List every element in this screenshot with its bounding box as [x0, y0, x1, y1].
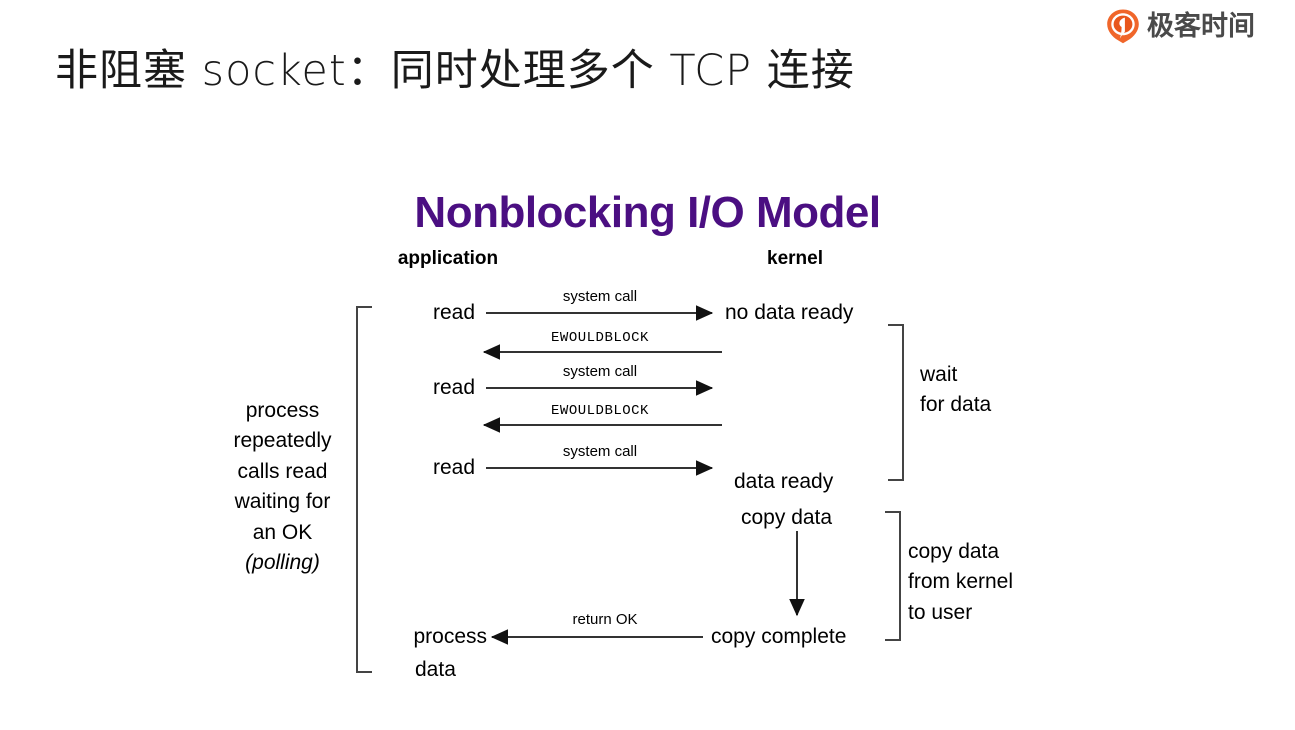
- column-header-kernel: kernel: [767, 248, 823, 269]
- left-annotation-line-polling: (polling): [245, 551, 320, 575]
- app-node-data: data: [415, 658, 456, 681]
- app-node-read-2: read: [432, 376, 475, 399]
- brand-logo: 极客时间: [1105, 8, 1255, 44]
- right-annotation-copy: copy data from kernel to user: [908, 537, 1013, 628]
- right-annotation-wait-line-2: for data: [920, 393, 992, 417]
- bracket-wait-for-data: [888, 324, 904, 481]
- geektime-logo-icon: [1107, 9, 1139, 44]
- left-annotation-line-5: an OK: [252, 520, 313, 544]
- right-annotation-wait-line-1: wait: [920, 363, 958, 386]
- edge-label-system-call-3: system call: [562, 443, 638, 460]
- edge-label-system-call-1: system call: [562, 288, 638, 305]
- edge-label-system-call-2: system call: [562, 363, 638, 380]
- edge-label-ewouldblock-2: EWOULDBLOCK: [551, 403, 649, 419]
- left-annotation-line-3: calls read: [237, 459, 328, 483]
- edge-label-return-ok: return OK: [572, 611, 638, 628]
- app-node-read-3: read: [432, 456, 475, 479]
- right-annotation-wait: wait for data: [920, 360, 991, 421]
- right-annotation-copy-line-2: from kernel: [908, 570, 1014, 594]
- bracket-copy-data: [885, 511, 901, 641]
- kernel-node-copy-data: copy data: [741, 506, 833, 529]
- left-annotation: process repeatedly calls read waiting fo…: [215, 396, 350, 579]
- kernel-node-no-data-ready: no data ready: [725, 301, 854, 324]
- page-title: 非阻塞 socket：同时处理多个 TCP 连接: [55, 46, 855, 96]
- brand-name: 极客时间: [1147, 11, 1255, 41]
- left-annotation-line-1: process: [245, 399, 320, 422]
- right-annotation-copy-line-3: to user: [908, 600, 973, 624]
- kernel-node-copy-complete: copy complete: [711, 625, 847, 648]
- app-node-read-1: read: [432, 301, 475, 324]
- column-header-application: application: [397, 248, 499, 269]
- right-annotation-copy-line-1: copy data: [908, 540, 1000, 563]
- app-node-process: process: [413, 625, 487, 648]
- edge-label-ewouldblock-1: EWOULDBLOCK: [551, 330, 649, 346]
- diagram-title: Nonblocking I/O Model: [414, 188, 881, 237]
- bracket-polling: [356, 306, 372, 673]
- kernel-node-data-ready: data ready: [734, 470, 834, 493]
- left-annotation-line-2: repeatedly: [233, 429, 332, 453]
- left-annotation-line-4: waiting for: [234, 490, 331, 514]
